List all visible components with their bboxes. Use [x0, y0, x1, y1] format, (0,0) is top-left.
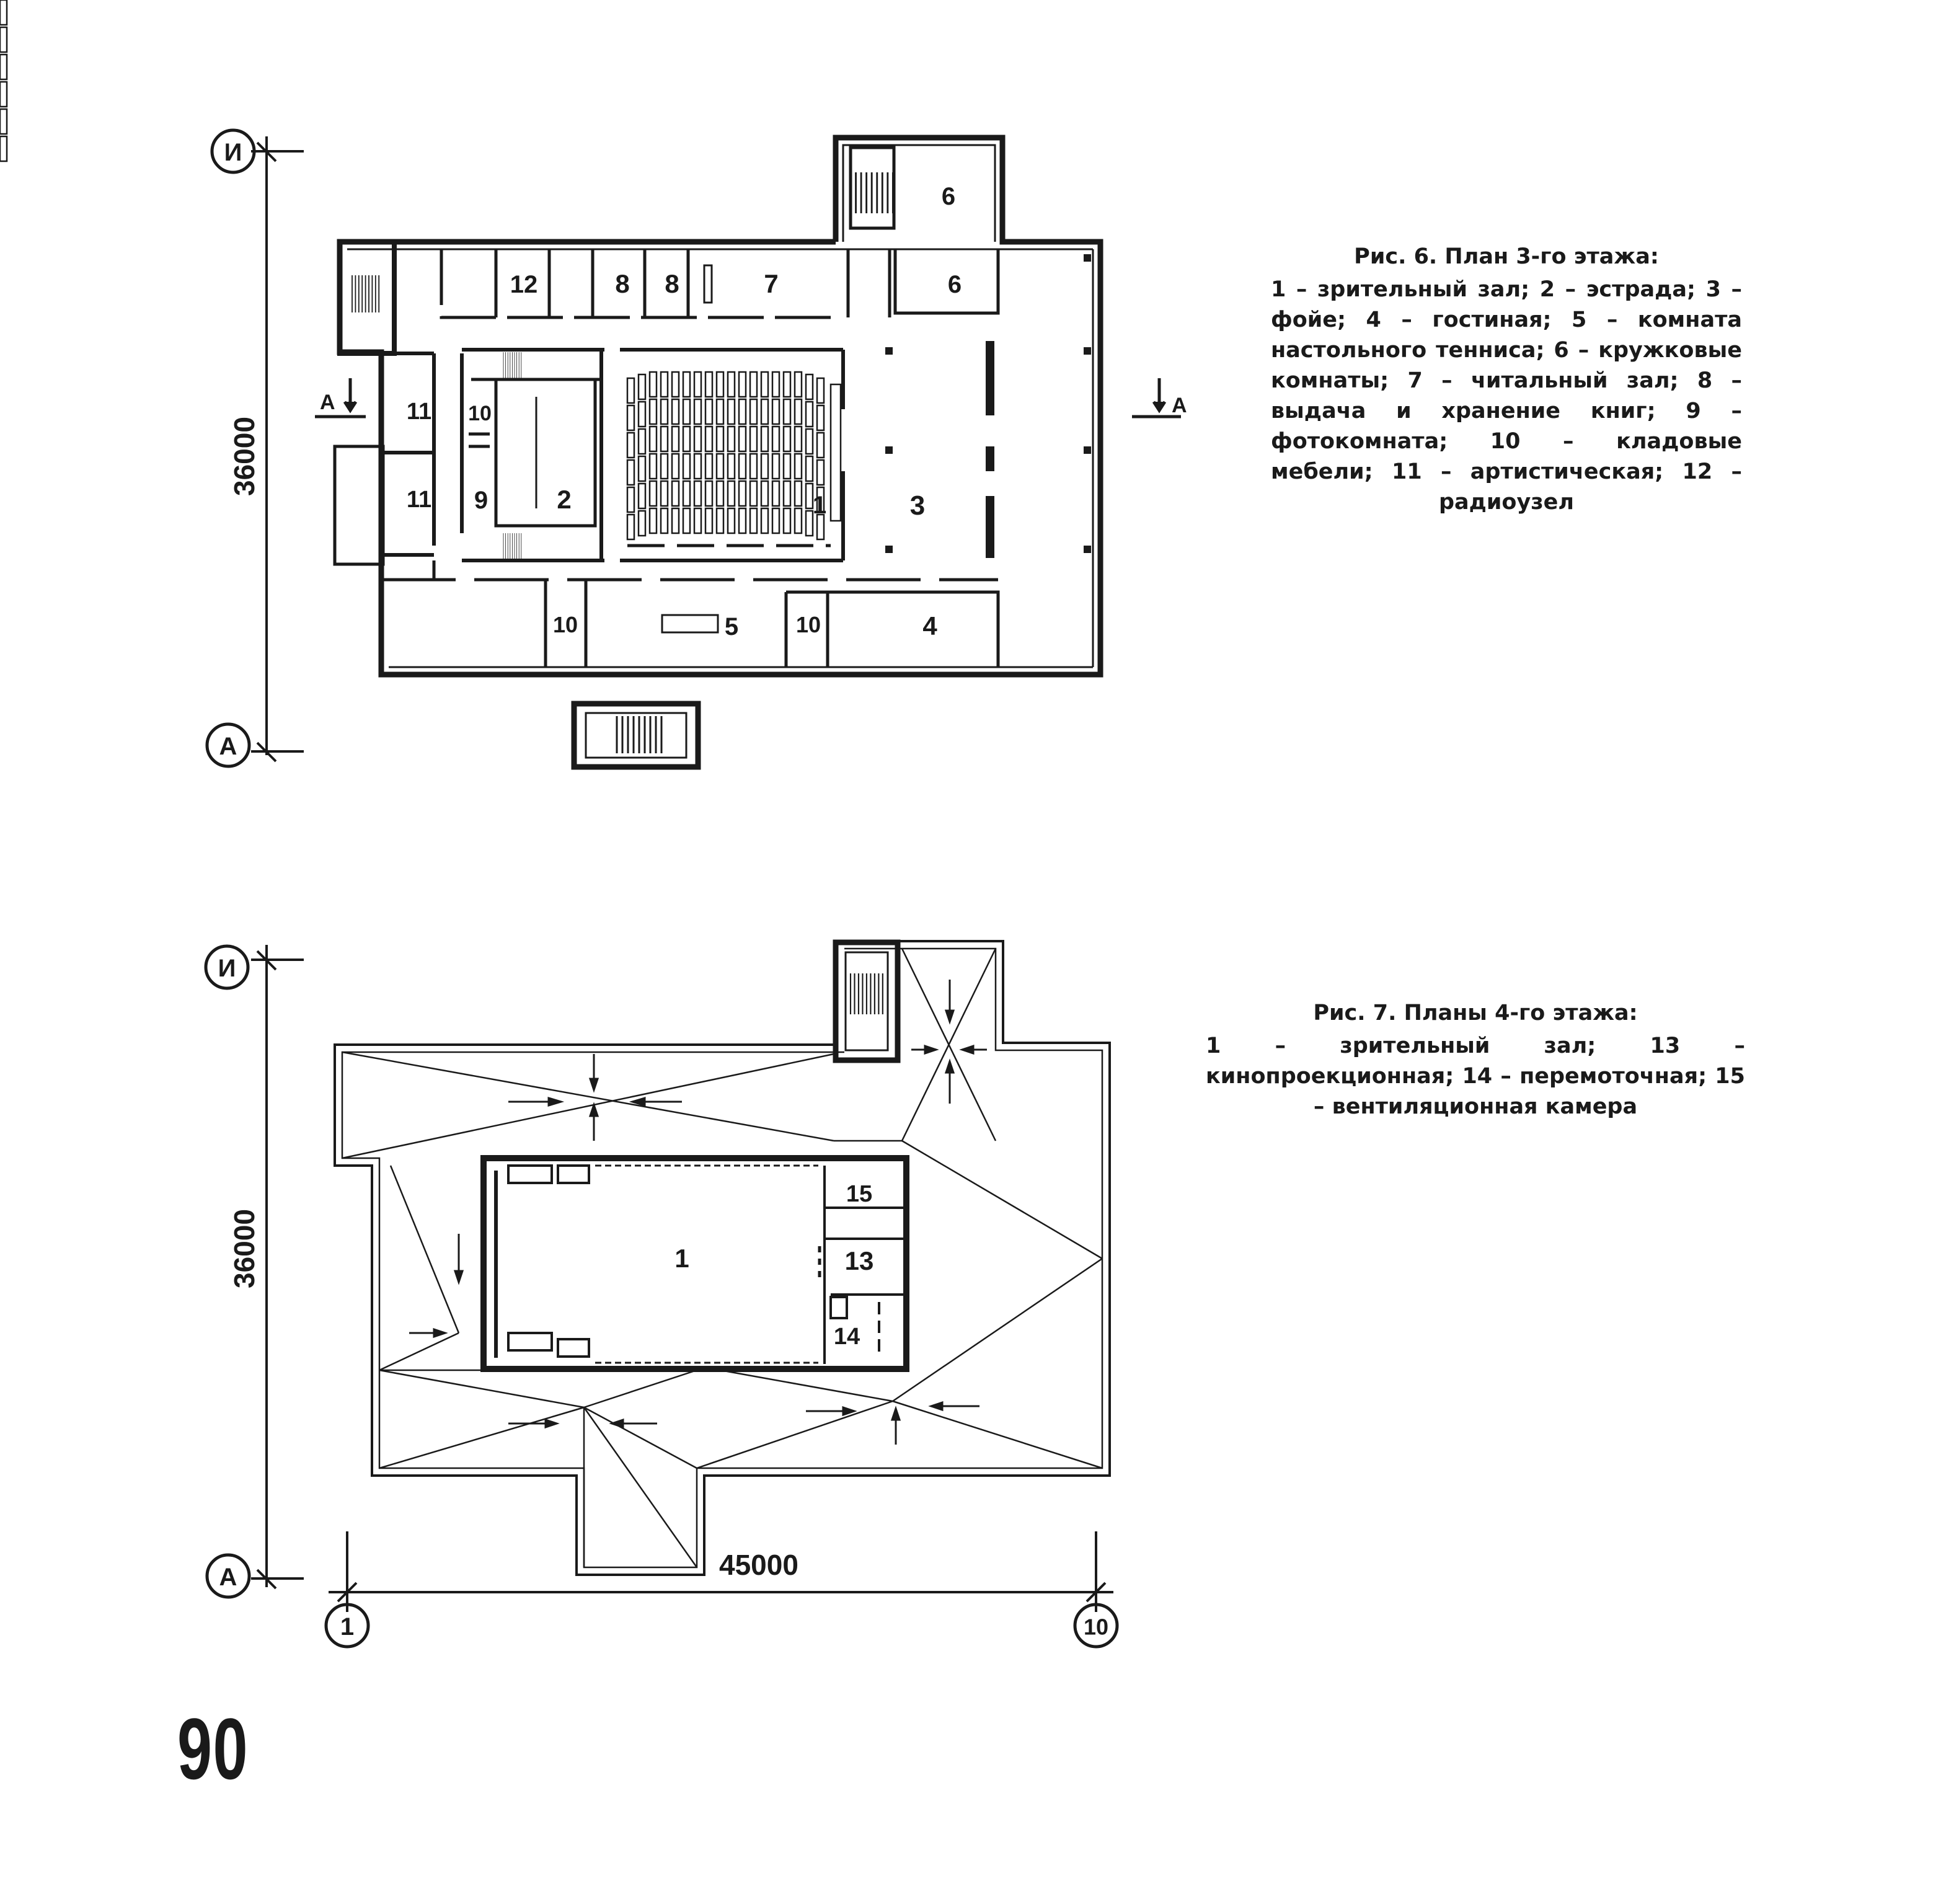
bottom-rooms-fig6 — [381, 560, 1000, 667]
room-number: 4 — [922, 611, 937, 640]
plan-4th-floor — [204, 939, 1119, 1649]
room-number: 8 — [665, 269, 679, 298]
section-marks-fig6 — [315, 378, 1181, 418]
axis-label-10-fig7: 10 — [1084, 1614, 1108, 1640]
room-number: 12 — [510, 271, 538, 298]
plan-3rd-floor — [0, 0, 1181, 770]
axis-label-i-fig7: И — [218, 955, 236, 982]
bottom-stair-fig6 — [571, 701, 701, 770]
top-stair-fig6 — [849, 146, 896, 230]
room-number: 1 — [674, 1244, 689, 1273]
room-number: 6 — [942, 183, 955, 210]
page-number: 90 — [177, 1700, 249, 1797]
room-number: 10 — [553, 612, 578, 637]
axis-marker-a-fig7 — [205, 1553, 251, 1599]
left-balcony-fig6 — [333, 445, 385, 566]
axis-marker-a-fig6 — [205, 722, 251, 768]
section-mark-right-label-fig6: А — [1172, 394, 1187, 417]
slope-arrows-fig7 — [409, 980, 987, 1445]
room-number: 11 — [407, 487, 431, 513]
axis-marker-1-fig7 — [324, 1603, 370, 1649]
room-number: 10 — [468, 402, 492, 425]
figure7-caption: Рис. 7. Планы 4-го этажа: 1 – зрительный… — [1206, 998, 1745, 1122]
foyer-columns-fig6 — [885, 254, 1091, 558]
left-stair-fig6 — [337, 239, 397, 356]
room-number: 2 — [557, 485, 571, 514]
section-mark-left-label-fig6: А — [320, 391, 335, 414]
projection-block-fig7 — [480, 1155, 909, 1372]
axis-marker-i-fig7 — [204, 944, 250, 990]
roof-outline-fig7 — [334, 940, 1111, 1576]
stage-area-fig6 — [469, 352, 601, 560]
room-number: 15 — [846, 1181, 872, 1207]
axis-dimension-line-fig6 — [251, 136, 304, 763]
room-number: 9 — [474, 487, 488, 514]
axis-label-a-fig6: А — [219, 733, 237, 760]
figure7-caption-body: 1 – зрительный зал; 13 – кинопроекционна… — [1206, 1034, 1745, 1119]
room-number: 3 — [910, 490, 925, 521]
axis-label-i-fig6: И — [224, 139, 242, 166]
room-number: 6 — [948, 271, 962, 298]
auditorium-seating-fig6 — [0, 0, 842, 547]
room-numbers-fig7: 1 13 14 15 — [674, 1181, 873, 1350]
axis-label-1-fig7: 1 — [340, 1613, 354, 1641]
room-number: 1 — [813, 492, 826, 519]
room-number: 13 — [845, 1246, 874, 1275]
room-number: 10 — [796, 612, 821, 637]
top-rooms-fig6 — [440, 249, 1000, 319]
roof-stair-fig7 — [833, 939, 901, 1063]
dimension-horizontal-label-fig7: 45000 — [719, 1549, 798, 1581]
room-number: 5 — [725, 613, 738, 640]
figure6-caption-body: 1 – зрительный зал; 2 – эстрада; 3 – фой… — [1271, 277, 1742, 515]
axis-marker-10-fig7 — [1073, 1603, 1119, 1649]
figure6-caption-title: Рис. 6. План 3-го этажа: — [1354, 244, 1659, 269]
room-number: 11 — [407, 399, 431, 425]
room-number: 14 — [834, 1324, 860, 1350]
room-number: 7 — [764, 269, 778, 298]
axis-dimension-line-fig7 — [251, 945, 1113, 1612]
axis-label-a-fig7: А — [219, 1564, 237, 1591]
room-numbers-fig6: 1 2 3 4 5 6 6 7 8 8 9 10 10 10 11 11 12 — [407, 183, 962, 640]
room-number: 8 — [615, 269, 629, 298]
dimension-label-fig6: 36000 — [228, 417, 260, 496]
figure7-caption-title: Рис. 7. Планы 4-го этажа: — [1313, 1001, 1638, 1025]
figure6-caption: Рис. 6. План 3-го этажа: 1 – зрительный … — [1271, 242, 1742, 518]
seating-marks-fig7 — [595, 1164, 818, 1364]
dimension-vertical-label-fig7: 36000 — [228, 1209, 260, 1288]
axis-marker-i-fig6 — [210, 128, 256, 174]
